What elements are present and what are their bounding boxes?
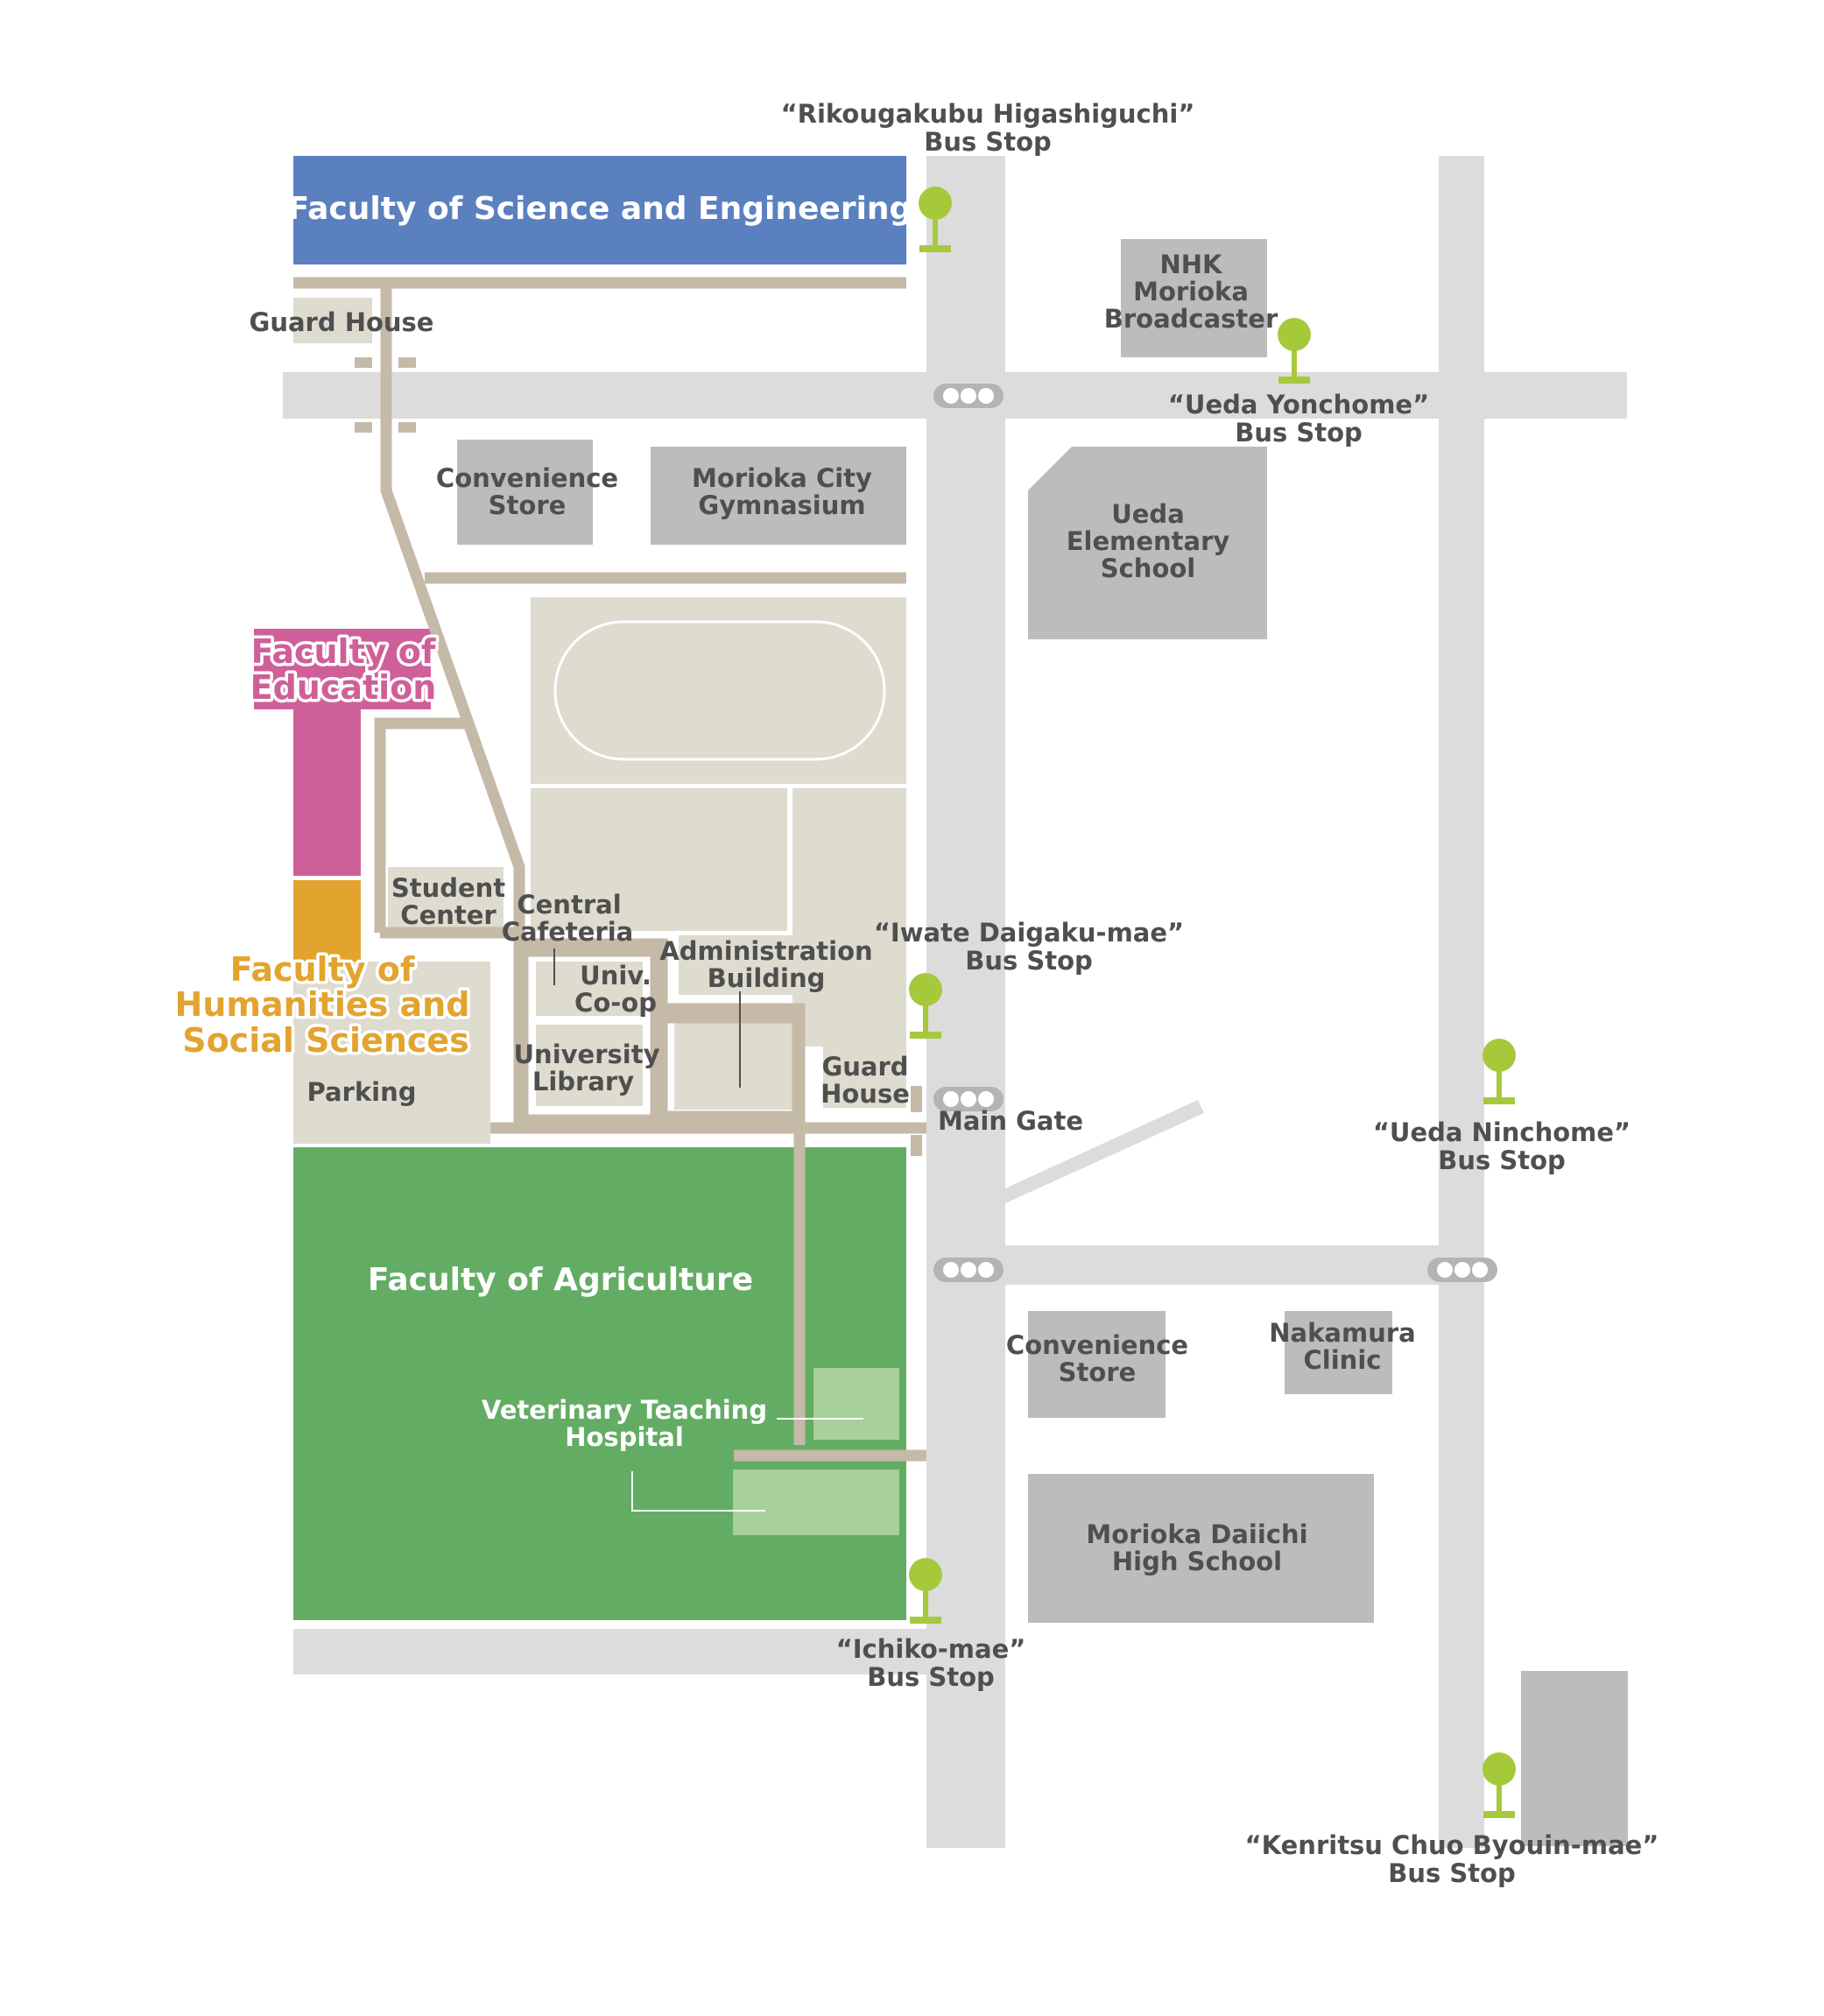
admin-building-north [679, 935, 792, 995]
convenience-store-north[interactable] [457, 440, 593, 545]
bus-stop-name: “Ueda Ninchome” [1373, 1117, 1630, 1147]
guard-house-north-label: Guard House [250, 307, 434, 337]
traffic-light-icon [933, 1258, 1004, 1282]
education-label-line2: Education [250, 668, 437, 707]
convenience-north-label-2: Store [489, 490, 567, 520]
cafeteria-label-2: Cafeteria [502, 917, 633, 947]
vet-hospital-label-1: Veterinary Teaching [482, 1395, 767, 1425]
guard-house-south-label-2: House [820, 1079, 910, 1109]
education-label-bg [254, 629, 431, 709]
education-label-line1: Faculty of [251, 632, 436, 671]
vet-hospital-label-2: Hospital [565, 1422, 684, 1452]
elementary-label-1: Ueda [1111, 499, 1185, 529]
nhk-broadcaster[interactable] [1121, 239, 1267, 357]
high-school-label-1: Morioka Daiichi [1086, 1519, 1307, 1549]
gymnasium-label-1: Morioka City [692, 463, 872, 493]
bus-stop-suffix: Bus Stop [1235, 418, 1363, 448]
gymnasium-label-2: Gymnasium [698, 490, 865, 520]
faculty-labels: Faculty of Science and Engineering Facul… [172, 191, 912, 1298]
guard-house-south-label-1: Guard [821, 1052, 908, 1082]
bus-stop-labels: “Rikougakubu Higashiguchi” Bus Stop “Ued… [781, 99, 1659, 1888]
bus-stop-name: “Kenritsu Chuo Byouin-mae” [1245, 1830, 1659, 1860]
convenience-north-label-1: Convenience [436, 463, 618, 493]
nhk-label-3: Broadcaster [1104, 304, 1278, 334]
elementary-label-3: School [1101, 553, 1196, 583]
east-street-vertical [1439, 156, 1484, 1848]
admin-label-2: Building [708, 963, 826, 993]
humanities-label-line2: Humanities and [175, 985, 470, 1024]
cafeteria-label-1: Central [517, 890, 621, 920]
south-cross-street [1005, 1245, 1484, 1285]
sports-field[interactable] [531, 597, 906, 784]
vet-hospital-building-2[interactable] [733, 1470, 899, 1535]
convenience-south-label-2: Store [1059, 1357, 1137, 1387]
humanities-label-line1: Faculty of [230, 950, 415, 989]
gymnasium[interactable] [651, 447, 906, 545]
leader-lines [553, 948, 741, 1088]
student-center-label-1: Student [391, 873, 505, 903]
university-library[interactable] [536, 1025, 643, 1106]
hospital-block [1521, 1671, 1628, 1846]
parking[interactable] [293, 962, 490, 1144]
bus-stop-icon[interactable] [1482, 1752, 1516, 1818]
bus-stop-suffix: Bus Stop [965, 946, 1093, 976]
landmark-labels: Convenience Store Morioka City Gymnasium… [436, 250, 1416, 1576]
roads [283, 156, 1627, 1848]
student-center-label-2: Center [400, 900, 496, 930]
bus-stop-suffix: Bus Stop [867, 1662, 995, 1692]
diagonal-street [1005, 1100, 1204, 1203]
nakamura-clinic[interactable] [1285, 1311, 1392, 1394]
science-engineering-block[interactable] [293, 156, 906, 264]
vet-leader-lines [631, 1418, 863, 1512]
convenience-south-label-1: Convenience [1006, 1330, 1188, 1360]
field-building-east [792, 788, 906, 1047]
bus-stop-suffix: Bus Stop [1388, 1858, 1516, 1888]
bus-stop-suffix: Bus Stop [1438, 1145, 1566, 1175]
humanities-label-line3: Social Sciences [182, 1021, 469, 1060]
coop-label-1: Univ. [580, 961, 651, 990]
bus-stop-name: “Ueda Yonchome” [1168, 390, 1429, 419]
bus-stop-suffix: Bus Stop [924, 127, 1052, 157]
field-building-west [531, 788, 787, 931]
nhk-label-1: NHK [1159, 250, 1223, 279]
campus-paths [293, 277, 926, 1462]
off-campus-buildings [457, 239, 1628, 1846]
high-school-label-2: High School [1112, 1547, 1282, 1576]
traffic-light-icon [933, 384, 1004, 408]
library-label-2: Library [532, 1067, 634, 1096]
library-label-1: University [514, 1040, 660, 1069]
admin-label-1: Administration [659, 936, 872, 966]
clinic-label-1: Nakamura [1269, 1318, 1415, 1348]
daiichi-high-school[interactable] [1028, 1474, 1374, 1623]
bus-stop-name: “Ichiko-mae” [836, 1634, 1026, 1664]
bus-stop-name: “Rikougakubu Higashiguchi” [781, 99, 1195, 129]
traffic-light-icon [1427, 1258, 1497, 1282]
agriculture-label: Faculty of Agriculture [368, 1262, 753, 1298]
south-campus-road [293, 1629, 926, 1674]
convenience-store-south[interactable] [1028, 1311, 1166, 1418]
clinic-label-2: Clinic [1304, 1345, 1382, 1375]
guard-house-north[interactable] [293, 298, 372, 343]
crosswalks [355, 357, 922, 1156]
main-gate-label: Main Gate [938, 1106, 1083, 1136]
administration-building[interactable] [674, 1020, 792, 1110]
student-center[interactable] [388, 867, 504, 933]
science-engineering-label: Faculty of Science and Engineering [288, 191, 912, 227]
elementary-label-2: Elementary [1067, 526, 1230, 556]
nhk-label-2: Morioka [1133, 277, 1249, 307]
track-oval [553, 620, 886, 761]
bus-stop-name: “Iwate Daigaku-mae” [874, 918, 1184, 948]
guard-house-south[interactable] [823, 1045, 906, 1108]
coop-label-2: Co-op [574, 988, 657, 1018]
parking-label: Parking [307, 1077, 417, 1107]
campus-labels: Guard House Student Center Central Cafet… [250, 307, 1083, 1452]
bus-stop-icon[interactable] [1482, 1039, 1516, 1104]
vet-hospital-building-1[interactable] [813, 1368, 899, 1440]
ueda-elementary-school[interactable] [1028, 447, 1267, 639]
